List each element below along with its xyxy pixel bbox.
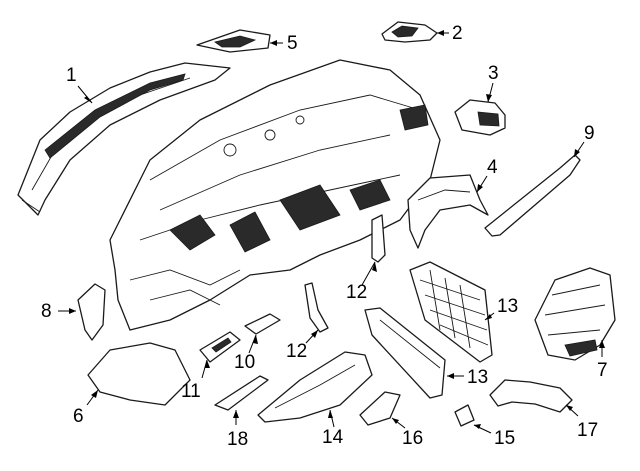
callout-11: 11 (181, 381, 201, 402)
callout-13-lower: 13 (467, 367, 489, 388)
callout-18: 18 (227, 429, 249, 450)
part-10-switch (244, 313, 281, 335)
part-11-bezel (199, 331, 241, 363)
callout-13-upper: 13 (497, 296, 519, 317)
part-2-bracket (381, 21, 438, 43)
callout-12-lower: 12 (286, 341, 308, 362)
part-3-center-vent (454, 99, 506, 136)
callout-15: 15 (494, 428, 516, 449)
part-17-lower-duct (489, 379, 573, 413)
part-16-duct (359, 391, 401, 426)
part-15-clip (454, 404, 475, 427)
callout-12-upper: 12 (346, 282, 368, 303)
callout-1: 1 (66, 65, 77, 86)
part-5-vent-panel (196, 29, 271, 53)
part-6-knee-cover (87, 342, 191, 406)
callout-2: 2 (452, 23, 463, 44)
callout-5: 5 (287, 33, 298, 54)
part-7-instrument-cluster (534, 267, 616, 361)
callout-8: 8 (41, 301, 52, 322)
part-12-upper-bracket (371, 214, 386, 263)
part-4-side-bracket (407, 174, 489, 249)
callout-6: 6 (73, 406, 84, 427)
callout-14: 14 (322, 427, 344, 448)
part-13-glove-box (364, 307, 446, 399)
leader-lines (58, 30, 605, 434)
callout-17: 17 (577, 420, 599, 441)
callout-4: 4 (487, 157, 498, 178)
callout-16: 16 (402, 428, 424, 449)
part-13-glove-box-door (409, 261, 493, 363)
part-9-trim-strip (484, 154, 581, 237)
part-8-end-cap (77, 283, 106, 341)
part-14-lower-trim (257, 351, 373, 423)
callout-9: 9 (584, 123, 595, 144)
part-18-bracket (214, 375, 269, 411)
part-12-lower-bracket (304, 282, 329, 333)
part-1-defroster-panel (17, 62, 231, 216)
callout-7: 7 (597, 360, 608, 381)
callout-10: 10 (234, 352, 256, 373)
callout-3: 3 (488, 63, 499, 84)
instrument-panel-body (109, 59, 441, 331)
